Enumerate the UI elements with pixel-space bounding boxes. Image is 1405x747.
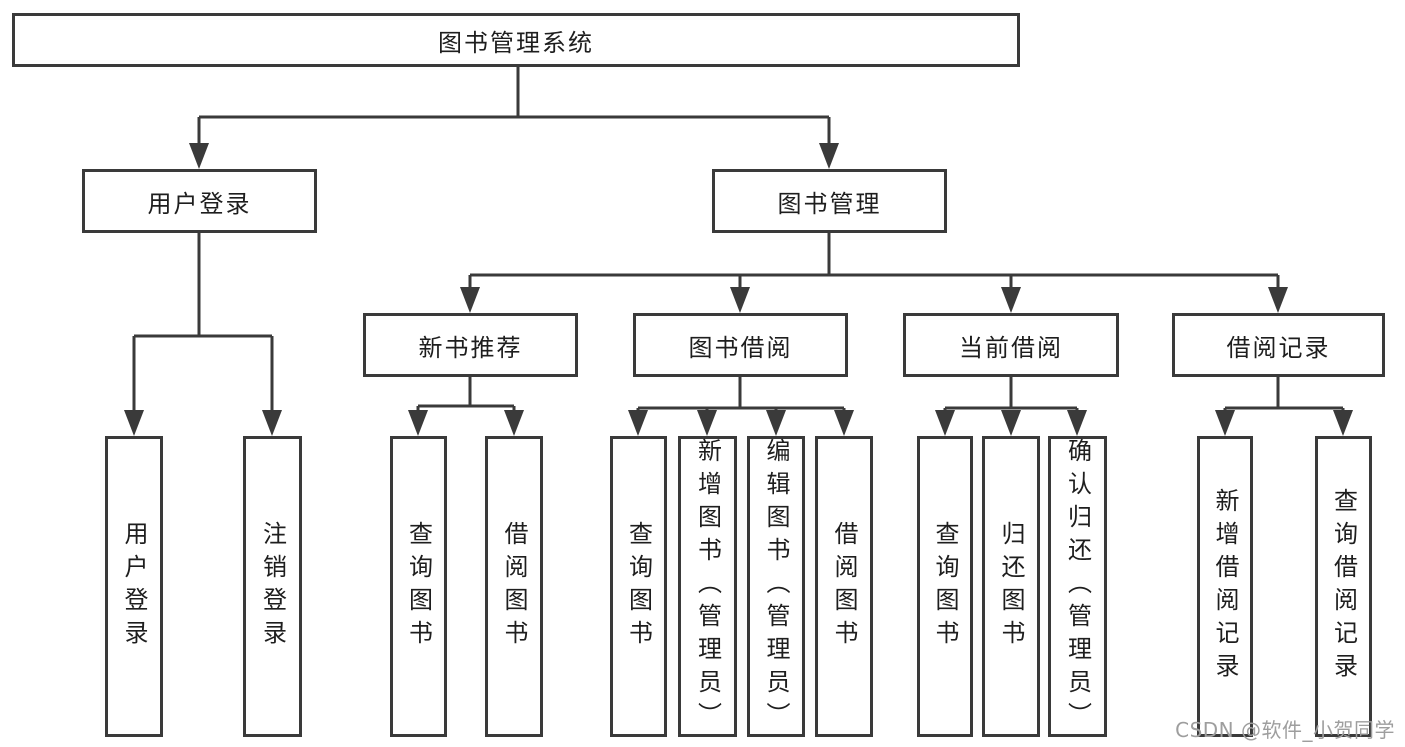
connector-root-to-level2	[197, 67, 831, 145]
leaf-borrow-add-admin: 新增图书（管理员）	[678, 436, 737, 737]
leaf-record-query-label: 查询借阅记录	[1329, 487, 1358, 686]
connector-borrow-records-branch	[1223, 377, 1345, 412]
csdn-watermark: CSDN @软件_小贺同学	[1175, 718, 1395, 742]
node-new-books: 新书推荐	[363, 313, 578, 377]
leaf-borrow-query: 查询图书	[610, 436, 667, 737]
leaf-user-login-label: 用户登录	[120, 520, 148, 653]
arrowhead-down-icon	[1001, 287, 1021, 313]
node-user-login-label: 用户登录	[147, 189, 252, 218]
node-borrow-records-label: 借阅记录	[1226, 333, 1331, 362]
arrowhead-down-icon	[834, 410, 854, 436]
arrowhead-down-icon	[819, 143, 839, 169]
leaf-current-query: 查询图书	[917, 436, 973, 737]
connector-user-login-branch	[132, 233, 274, 412]
leaf-borrow-edit-admin-label: 编辑图书（管理员）	[762, 438, 790, 735]
arrowhead-down-icon	[189, 143, 209, 169]
leaf-record-query: 查询借阅记录	[1315, 436, 1372, 737]
arrowhead-down-icon	[935, 410, 955, 436]
arrowhead-down-icon	[408, 410, 428, 436]
arrowhead-down-icon	[628, 410, 648, 436]
leaf-current-query-label: 查询图书	[931, 520, 959, 653]
leaf-borrow-add-admin-label: 新增图书（管理员）	[693, 438, 722, 735]
leaf-current-confirm-admin: 确认归还（管理员）	[1048, 436, 1107, 737]
node-root-label: 图书管理系统	[438, 28, 594, 57]
node-new-books-label: 新书推荐	[418, 333, 523, 362]
node-book-borrow: 图书借阅	[633, 313, 848, 377]
connector-book-borrow-branch	[636, 377, 846, 412]
arrowhead-down-icon	[262, 410, 282, 436]
leaf-record-add: 新增借阅记录	[1197, 436, 1253, 737]
connector-new-books-branch	[416, 377, 516, 412]
node-root-system: 图书管理系统	[12, 13, 1020, 67]
leaf-borrow-book-label: 借阅图书	[830, 520, 858, 653]
arrowhead-down-icon	[1067, 410, 1087, 436]
node-book-mgmt: 图书管理	[712, 169, 947, 233]
node-borrow-records: 借阅记录	[1172, 313, 1385, 377]
arrowhead-down-icon	[460, 287, 480, 313]
leaf-current-return: 归还图书	[982, 436, 1040, 737]
node-user-login: 用户登录	[82, 169, 317, 233]
node-book-borrow-label: 图书借阅	[688, 333, 793, 362]
arrowhead-down-icon	[1215, 410, 1235, 436]
node-current-borrow: 当前借阅	[903, 313, 1119, 377]
leaf-record-add-label: 新增借阅记录	[1211, 487, 1239, 686]
leaf-borrow-edit-admin: 编辑图书（管理员）	[747, 436, 805, 737]
arrowhead-down-icon	[1268, 287, 1288, 313]
arrowhead-down-icon	[697, 410, 717, 436]
leaf-new-books-borrow-label: 借阅图书	[500, 520, 528, 653]
arrowhead-down-icon	[766, 410, 786, 436]
arrowhead-down-icon	[1333, 410, 1353, 436]
arrowhead-down-icon	[124, 410, 144, 436]
node-book-mgmt-label: 图书管理	[777, 189, 882, 218]
leaf-new-books-query-label: 查询图书	[404, 520, 433, 653]
leaf-new-books-query: 查询图书	[390, 436, 447, 737]
leaf-logout: 注销登录	[243, 436, 302, 737]
leaf-logout-label: 注销登录	[258, 520, 287, 653]
connector-book-mgmt-branch	[468, 233, 1280, 289]
connector-current-borrow-branch	[943, 377, 1079, 412]
leaf-user-login: 用户登录	[105, 436, 163, 737]
leaf-borrow-query-label: 查询图书	[624, 520, 653, 653]
leaf-borrow-book: 借阅图书	[815, 436, 873, 737]
leaf-current-return-label: 归还图书	[997, 520, 1025, 653]
node-current-borrow-label: 当前借阅	[959, 333, 1063, 362]
arrowhead-down-icon	[730, 287, 750, 313]
arrowhead-down-icon	[1001, 410, 1021, 436]
leaf-new-books-borrow: 借阅图书	[485, 436, 543, 737]
leaf-current-confirm-admin-label: 确认归还（管理员）	[1063, 438, 1092, 735]
arrowhead-down-icon	[504, 410, 524, 436]
